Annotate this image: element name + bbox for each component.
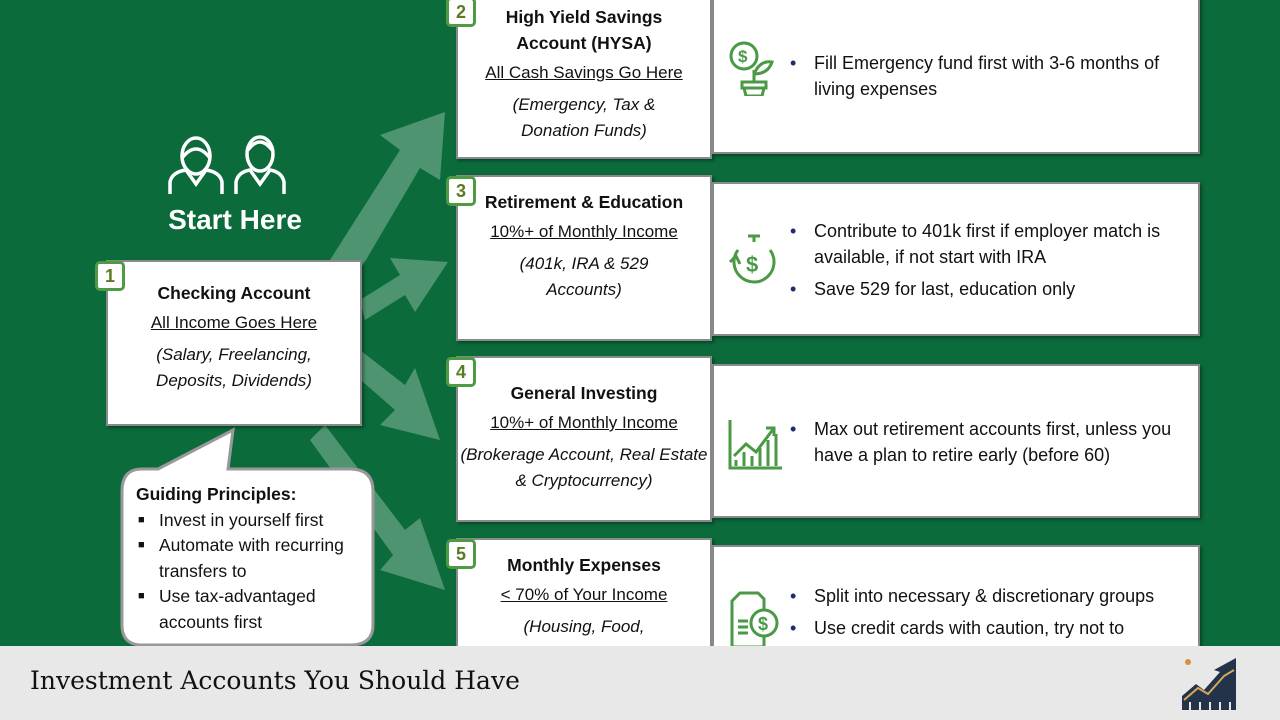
arrow-to-retirement: [360, 258, 448, 320]
step-badge: 5: [446, 539, 476, 569]
investing-card: General Investing 10%+ of Monthly Income…: [456, 356, 712, 522]
card-subtitle: All Income Goes Here: [150, 313, 318, 332]
arrow-to-investing: [355, 350, 440, 440]
step-badge: 2: [446, 0, 476, 27]
card-title: General Investing: [510, 383, 658, 403]
step-badge: 4: [446, 357, 476, 387]
svg-text:$: $: [738, 47, 748, 66]
hysa-card: High Yield Savings Account (HYSA) All Ca…: [456, 0, 712, 159]
card-subtitle: All Cash Savings Go Here: [485, 63, 683, 82]
principle-item: ■Use tax-advantaged accounts first: [138, 586, 316, 632]
card-note: (Emergency, Tax & Donation Funds): [512, 95, 656, 140]
card-note: (Brokerage Account, Real Estate & Crypto…: [460, 445, 708, 490]
retirement-card: Retirement & Education 10%+ of Monthly I…: [456, 175, 712, 341]
invoice-dollar-icon: $: [730, 591, 779, 647]
card-subtitle: 10%+ of Monthly Income: [490, 413, 678, 432]
card-title: Monthly Expenses: [507, 555, 661, 575]
svg-text:$: $: [746, 252, 758, 277]
start-here-label: Start Here: [168, 204, 302, 235]
hysa-tips: $ Fill Emergency fund first with 3-6 mon…: [712, 0, 1200, 154]
growth-chart-icon: [728, 420, 782, 470]
card-title: Checking Account: [157, 283, 311, 303]
tip-item: Contribute to 401k first if employer mat…: [790, 218, 1186, 270]
money-plant-icon: $: [729, 41, 774, 96]
people-icon: [168, 132, 288, 201]
tip-item: Max out retirement accounts first, unles…: [790, 416, 1186, 468]
tip-item: Save 529 for last, education only: [790, 276, 1186, 302]
stopwatch-dollar-icon: $: [728, 234, 776, 284]
guiding-principles: Guiding Principles: ■Invest in yourself …: [136, 482, 366, 635]
step-badge: 3: [446, 176, 476, 206]
checking-account-card: Checking Account All Income Goes Here (S…: [106, 260, 362, 426]
step-badge: 1: [95, 261, 125, 291]
arrow-to-expenses: [310, 425, 445, 590]
principle-item: ■Automate with recurring transfers to: [138, 535, 344, 581]
tip-item: Use credit cards with caution, try not t…: [790, 615, 1186, 641]
tip-item: Split into necessary & discretionary gro…: [790, 583, 1186, 609]
card-note: (401k, IRA & 529 Accounts): [519, 254, 649, 299]
card-note: (Housing, Food,: [523, 617, 645, 636]
arrow-to-hysa: [330, 112, 445, 270]
principles-bubble: [120, 427, 375, 647]
investing-tips: Max out retirement accounts first, unles…: [712, 364, 1200, 518]
principles-title: Guiding Principles:: [136, 484, 297, 504]
retirement-tips: $ Contribute to 401k first if employer m…: [712, 182, 1200, 336]
card-note: (Salary, Freelancing, Deposits, Dividend…: [156, 345, 312, 390]
card-subtitle: 10%+ of Monthly Income: [490, 222, 678, 241]
slide-title: Investment Accounts You Should Have: [30, 666, 520, 695]
tip-item: Fill Emergency fund first with 3-6 month…: [790, 50, 1186, 102]
card-title: High Yield Savings Account (HYSA): [505, 7, 663, 53]
svg-text:$: $: [758, 614, 768, 634]
footer-bar: Investment Accounts You Should Have: [0, 646, 1280, 720]
principle-item: ■Invest in yourself first: [138, 509, 324, 530]
card-title: Retirement & Education: [484, 192, 684, 212]
flow-arrows: [310, 112, 448, 590]
card-subtitle: < 70% of Your Income: [500, 585, 668, 604]
chart-logo-icon: [1182, 658, 1236, 710]
